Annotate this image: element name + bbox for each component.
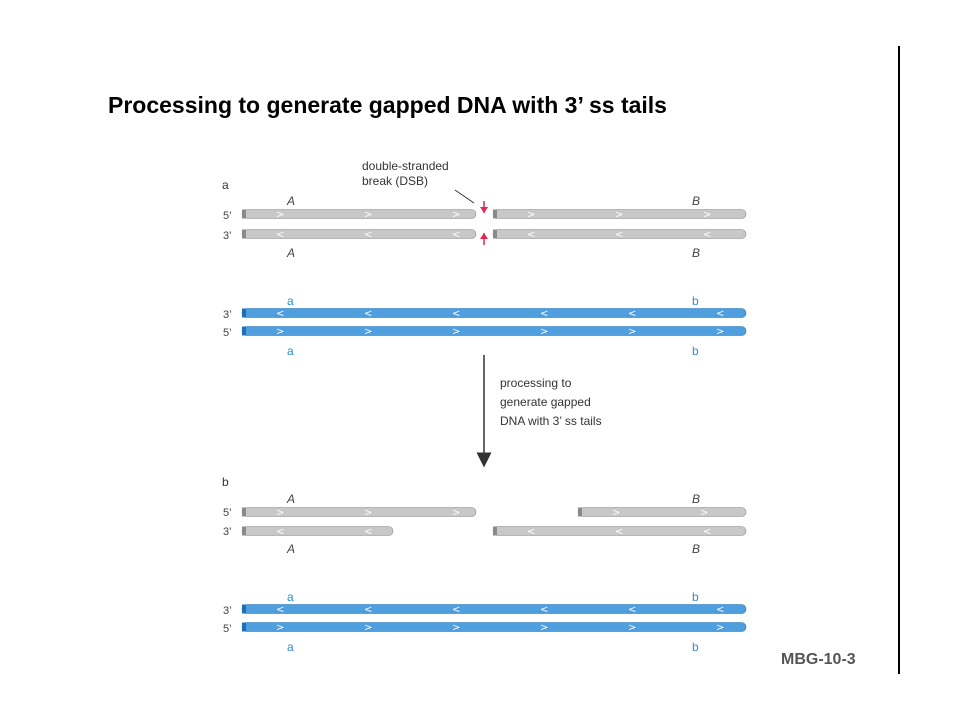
dsb-label-line2: break (DSB) — [362, 174, 428, 188]
gray-strand-3-left-b: << — [241, 526, 394, 538]
strand-direction-chevron: > — [364, 327, 372, 338]
gene-A-top-b: A — [286, 492, 295, 506]
strand-direction-chevron: < — [276, 230, 284, 241]
gray-strand-3-right-a: < < < — [492, 229, 747, 241]
panel-b-label: b — [222, 475, 229, 489]
strand-direction-chevron: > — [452, 210, 460, 221]
gene-b-bottom-b: b — [692, 640, 699, 654]
vertical-divider — [898, 46, 900, 674]
strand-direction-chevron: > — [364, 508, 372, 519]
end-5-gray-b: 5’ — [223, 507, 232, 519]
gene-B-bottom-b: B — [692, 542, 700, 556]
strand-direction-chevron: > — [276, 327, 284, 338]
gene-A-bottom-b: A — [286, 542, 295, 556]
panel-a-label: a — [222, 178, 229, 192]
gene-a-bottom-a: a — [287, 344, 294, 358]
gene-B-bottom-a: B — [692, 246, 700, 260]
gene-A-bottom-a: A — [286, 246, 295, 260]
strand-direction-chevron: > — [452, 327, 460, 338]
gene-A-top-a: A — [286, 194, 295, 208]
end-3-gray-b: 3’ — [223, 526, 232, 538]
strand-direction-chevron: > — [364, 623, 372, 634]
gray-strand-5-right-a: > > > — [492, 209, 747, 221]
strand-direction-chevron: < — [716, 605, 724, 616]
dsb-pointer-line — [454, 189, 475, 204]
strand-direction-chevron: < — [628, 605, 636, 616]
strand-direction-chevron: < — [716, 309, 724, 320]
blue-strand-3-b: < < < < < < — [241, 604, 747, 616]
strand-direction-chevron: < — [364, 527, 372, 538]
gray-strand-5-left-a: > > > — [241, 209, 477, 221]
gene-b-top-b: b — [692, 590, 699, 604]
slide-title: Processing to generate gapped DNA with 3… — [108, 92, 667, 118]
strand-direction-chevron: < — [615, 230, 623, 241]
process-label-line2: generate gapped — [500, 395, 591, 409]
dna-strands: >>>>>><<<<<<<<<<<<>>>>>>>>>>><<<<<<<<<<<… — [241, 209, 747, 634]
process-label-line3: DNA with 3’ ss tails — [500, 414, 602, 428]
strand-direction-chevron: > — [540, 623, 548, 634]
strand-direction-chevron: < — [628, 309, 636, 320]
strand-direction-chevron: > — [276, 508, 284, 519]
blue-strand-5-a: > > > > > > — [241, 326, 747, 338]
strand-direction-chevron: > — [276, 210, 284, 221]
gene-b-bottom-a: b — [692, 344, 699, 358]
gray-strand-3-left-a: < < < — [241, 229, 477, 241]
strand-direction-chevron: < — [527, 527, 535, 538]
strand-direction-chevron: < — [452, 309, 460, 320]
strand-direction-chevron: < — [364, 605, 372, 616]
strand-direction-chevron: > — [703, 210, 711, 221]
strand-direction-chevron: > — [628, 623, 636, 634]
strand-direction-chevron: > — [527, 210, 535, 221]
end-5-blue-b: 5’ — [223, 623, 232, 635]
dsb-label-line1: double-stranded — [362, 159, 449, 173]
end-3-blue-a: 3’ — [223, 309, 232, 321]
gene-a-top-a: a — [287, 294, 294, 308]
strand-direction-chevron: < — [452, 605, 460, 616]
strand-direction-chevron: > — [615, 210, 623, 221]
strand-direction-chevron: > — [452, 508, 460, 519]
process-label-line1: processing to — [500, 376, 572, 390]
gray-strand-5-left-b: > > > — [241, 507, 477, 519]
strand-direction-chevron: < — [452, 230, 460, 241]
end-5-blue-a: 5’ — [223, 327, 232, 339]
strand-direction-chevron: < — [615, 527, 623, 538]
strand-direction-chevron: > — [540, 327, 548, 338]
dsb-marker-top — [480, 201, 488, 213]
blue-strand-3-a: < < < < < < — [241, 308, 747, 320]
gray-strand-3-right-b: < < < — [492, 526, 747, 538]
strand-direction-chevron: > — [612, 508, 620, 519]
end-3-gray-a: 3’ — [223, 230, 232, 242]
gene-B-top-b: B — [692, 492, 700, 506]
strand-direction-chevron: > — [452, 623, 460, 634]
gene-b-top-a: b — [692, 294, 699, 308]
blue-strand-5-b: > > > > > > — [241, 622, 747, 634]
dsb-marker-bottom — [480, 233, 488, 245]
figure-reference: MBG-10-3 — [781, 651, 856, 668]
strand-direction-chevron: > — [716, 623, 724, 634]
strand-direction-chevron: < — [527, 230, 535, 241]
strand-direction-chevron: < — [364, 309, 372, 320]
strand-direction-chevron: > — [716, 327, 724, 338]
strand-direction-chevron: < — [276, 309, 284, 320]
gene-a-top-b: a — [287, 590, 294, 604]
strand-direction-chevron: < — [540, 605, 548, 616]
end-3-blue-b: 3’ — [223, 605, 232, 617]
end-5-gray-a: 5’ — [223, 210, 232, 222]
strand-direction-chevron: < — [276, 605, 284, 616]
strand-direction-chevron: < — [703, 527, 711, 538]
strand-direction-chevron: < — [703, 230, 711, 241]
strand-direction-chevron: > — [700, 508, 708, 519]
strand-direction-chevron: > — [276, 623, 284, 634]
strand-direction-chevron: > — [364, 210, 372, 221]
gene-B-top-a: B — [692, 194, 700, 208]
gene-a-bottom-b: a — [287, 640, 294, 654]
strand-direction-chevron: < — [540, 309, 548, 320]
strand-direction-chevron: < — [364, 230, 372, 241]
strand-direction-chevron: > — [628, 327, 636, 338]
strand-direction-chevron: < — [276, 527, 284, 538]
gray-strand-5-right-b: >> — [577, 507, 747, 519]
